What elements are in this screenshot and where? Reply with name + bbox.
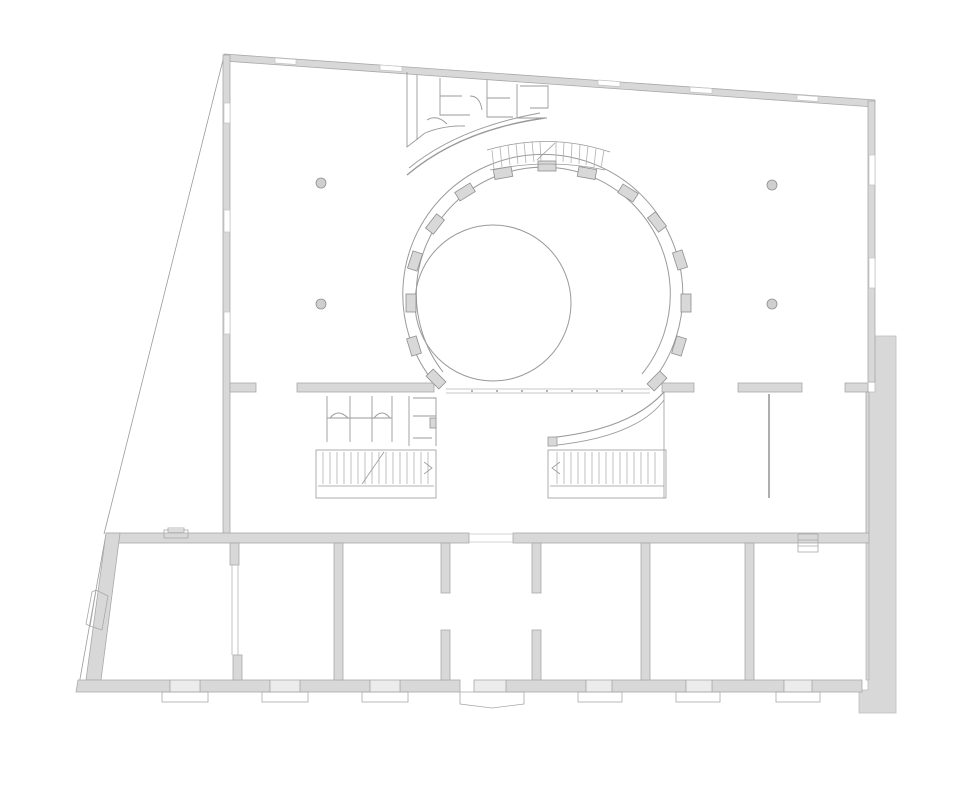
south-range-walls: [75, 532, 863, 693]
south-window: [459, 679, 525, 709]
column: [766, 298, 778, 310]
west-window: [85, 589, 109, 631]
column: [315, 177, 327, 189]
north-small-window: [163, 527, 189, 539]
south-window: [161, 679, 209, 703]
curved-stair-north: [486, 140, 611, 171]
south-window: [361, 679, 409, 703]
corridor-stair-west: [315, 449, 437, 499]
south-range-east-wall: [865, 542, 870, 681]
column: [766, 179, 778, 191]
rotunda: [402, 153, 692, 394]
south-window: [577, 679, 623, 703]
north-wall-windows: [223, 57, 876, 335]
east-steps: [797, 533, 819, 553]
south-windows: [161, 679, 821, 709]
south-entrance-opening: [469, 533, 513, 543]
corridor-toilets: [326, 396, 437, 446]
rotunda-threshold: [446, 388, 650, 394]
south-window: [261, 679, 309, 703]
column: [315, 298, 327, 310]
north-toilet-block: [406, 72, 549, 176]
rotunda-piers: [405, 160, 692, 392]
south-window: [775, 679, 821, 703]
south-window: [675, 679, 721, 703]
room-doorway: [231, 565, 239, 655]
columns: [315, 177, 778, 310]
corridor-stair-east: [547, 391, 667, 499]
